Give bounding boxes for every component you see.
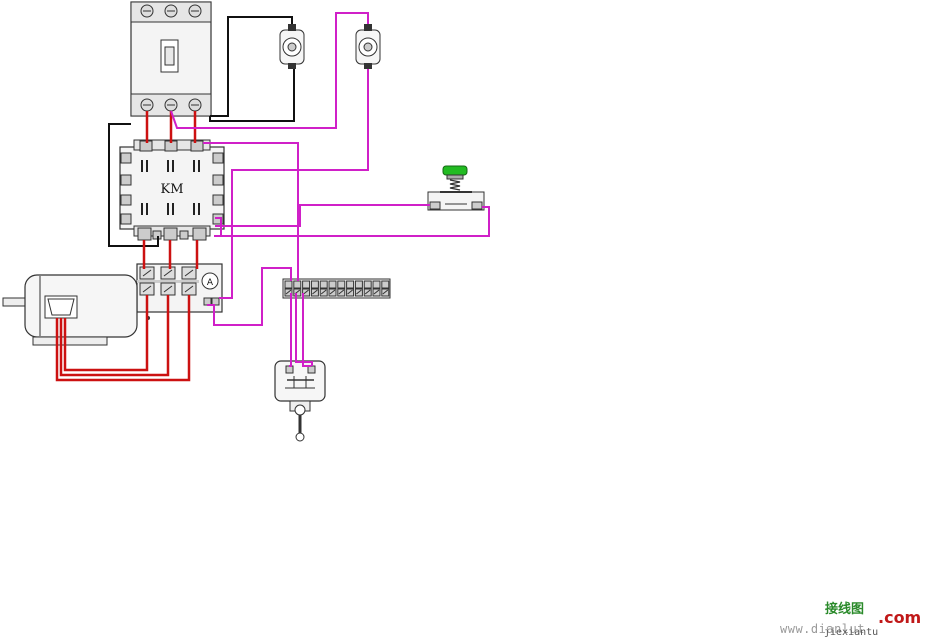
contactor-bottom-terminals — [137, 227, 207, 241]
power-wires — [55, 111, 199, 382]
terminal-cell — [337, 280, 346, 297]
spring-icon — [449, 179, 461, 191]
terminal-cell — [302, 280, 311, 297]
watermark-site-name: 接线图 — [825, 602, 865, 617]
contactor-km: KM — [119, 139, 225, 241]
fuse-2 — [355, 24, 381, 69]
ammeter-dial — [201, 272, 219, 290]
green-button-cap[interactable] — [442, 165, 468, 176]
terminal-cell — [319, 280, 328, 297]
terminal-cell — [293, 280, 302, 297]
watermark-url: www.dianlut — [780, 622, 865, 636]
contactor-label: KM — [160, 182, 183, 197]
control-wires — [170, 12, 490, 367]
neutral-wires — [108, 16, 295, 247]
fuse-1 — [279, 24, 305, 69]
terminal-cell — [284, 280, 293, 297]
terminal-cell — [328, 280, 337, 297]
terminal-cell — [381, 280, 390, 297]
terminal-cell — [372, 280, 381, 297]
start-push-button[interactable] — [427, 165, 485, 211]
watermark-com: .com — [878, 608, 922, 627]
terminal-cell — [354, 280, 363, 297]
terminal-cell — [346, 280, 355, 297]
watermark: 接线图 www.dianlut jiexiantu .com — [780, 598, 940, 638]
breaker-handle[interactable] — [164, 46, 175, 66]
relay-bottom-terminals — [139, 282, 197, 296]
motor — [2, 274, 138, 346]
breaker-top-terminals — [140, 4, 202, 18]
lever-roller — [295, 432, 305, 442]
terminal-cell — [310, 280, 319, 297]
ammeter-label: A — [207, 278, 214, 288]
breaker-bottom-terminals — [140, 98, 202, 112]
watermark-pinyin: jiexiantu — [824, 627, 879, 638]
limit-switch — [274, 360, 326, 442]
motor-terminal-box — [44, 295, 78, 319]
terminal-cell — [363, 280, 372, 297]
terminal-block — [282, 278, 391, 299]
circuit-breaker — [130, 1, 212, 117]
relay-top-terminals — [139, 266, 197, 280]
thermal-overload-relay: A — [136, 263, 223, 320]
contactor-contact-marks — [141, 160, 200, 215]
